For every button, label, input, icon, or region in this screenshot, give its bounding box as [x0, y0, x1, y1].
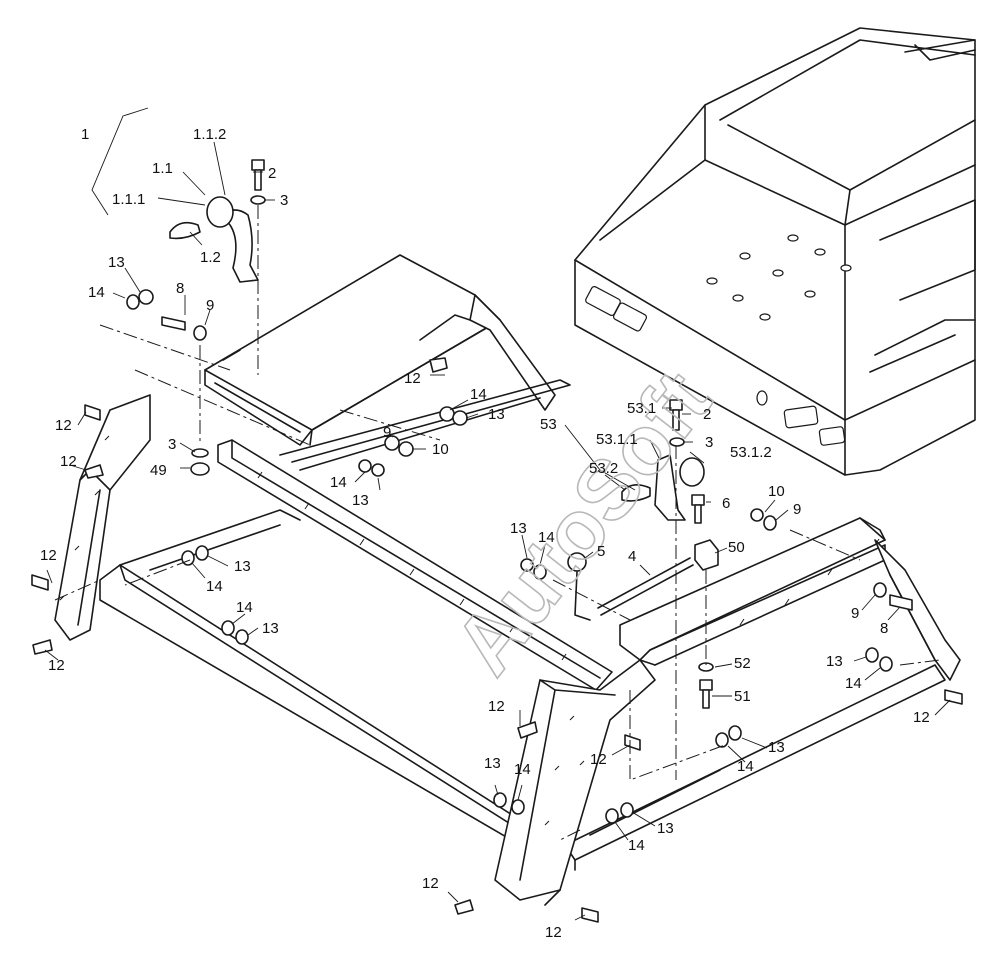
callout-label: 12 — [48, 657, 65, 674]
callout-label: 8 — [176, 280, 184, 297]
callout-label: 1.1.1 — [112, 191, 145, 208]
callout-label: 14 — [514, 761, 531, 778]
callout-label: 14 — [470, 386, 487, 403]
callout-label: 12 — [545, 924, 562, 941]
leader-lines — [44, 107, 951, 921]
callout-label: 53.1.2 — [730, 444, 772, 461]
callout-label: 50 — [728, 539, 745, 556]
callout-label: 3 — [168, 436, 176, 453]
callout-label: 53.1.1 — [596, 431, 638, 448]
callout-label: 14 — [206, 578, 223, 595]
callout-label: 14 — [236, 599, 253, 616]
callout-label: 6 — [722, 495, 730, 512]
callout-label: 52 — [734, 655, 751, 672]
callout-label: 13 — [488, 406, 505, 423]
front-leg — [494, 659, 656, 906]
callout-label: 53.2 — [589, 460, 618, 477]
right-side-frame — [874, 539, 961, 681]
callout-label: 3 — [705, 434, 713, 451]
callout-label: 10 — [432, 441, 449, 458]
callout-label: 14 — [628, 837, 645, 854]
callout-label: 14 — [737, 758, 754, 775]
lower-right-beam — [564, 664, 946, 871]
center-lines — [54, 205, 941, 841]
callout-label: 13 — [234, 558, 251, 575]
machine-body — [574, 27, 976, 476]
callout-label: 3 — [280, 192, 288, 209]
lower-left-beam — [99, 509, 541, 846]
callout-label: 13 — [352, 492, 369, 509]
callout-label: 51 — [734, 688, 751, 705]
callout-label: 13 — [657, 820, 674, 837]
callout-label: 13 — [108, 254, 125, 271]
callout-label: 14 — [330, 474, 347, 491]
callout-label: 53 — [540, 416, 557, 433]
callout-label: 12 — [422, 875, 439, 892]
callout-label: 14 — [88, 284, 105, 301]
callout-labels: 1 1.1.2 1.1 1.1.1 2 3 1.2 13 14 8 9 12 1… — [40, 126, 930, 941]
callout-label: 13 — [510, 520, 527, 537]
callout-label: 13 — [826, 653, 843, 670]
callout-label: 4 — [628, 548, 636, 565]
callout-label: 12 — [913, 709, 930, 726]
callout-label: 13 — [484, 755, 501, 772]
callout-label: 9 — [383, 424, 391, 441]
callout-label: 53.1 — [627, 400, 656, 417]
callout-label: 12 — [55, 417, 72, 434]
callout-label: 9 — [793, 501, 801, 518]
callout-label: 12 — [590, 751, 607, 768]
callout-label: 2 — [268, 165, 276, 182]
callout-label: 14 — [845, 675, 862, 692]
callout-label: 49 — [150, 462, 167, 479]
callout-label: 14 — [538, 529, 555, 546]
callout-label: 12 — [60, 453, 77, 470]
callout-label: 10 — [768, 483, 785, 500]
callout-label: 13 — [262, 620, 279, 637]
callout-label: 5 — [597, 543, 605, 560]
watermark: AutoSoft — [436, 354, 728, 691]
callout-label: 12 — [40, 547, 57, 564]
callout-label: 1.1.2 — [193, 126, 226, 143]
upper-cover — [204, 254, 556, 446]
callout-label: 13 — [768, 739, 785, 756]
callout-label: 2 — [703, 406, 711, 423]
callout-label: 12 — [404, 370, 421, 387]
callout-label: 12 — [488, 698, 505, 715]
callout-label: 9 — [206, 297, 214, 314]
callout-label: 1.1 — [152, 160, 173, 177]
callout-label: 9 — [851, 605, 859, 622]
callout-label: 1.2 — [200, 249, 221, 266]
right-cross-beam — [619, 517, 886, 666]
callout-label: 1 — [81, 126, 89, 143]
fasteners — [31, 159, 963, 923]
callout-label: 8 — [880, 620, 888, 637]
